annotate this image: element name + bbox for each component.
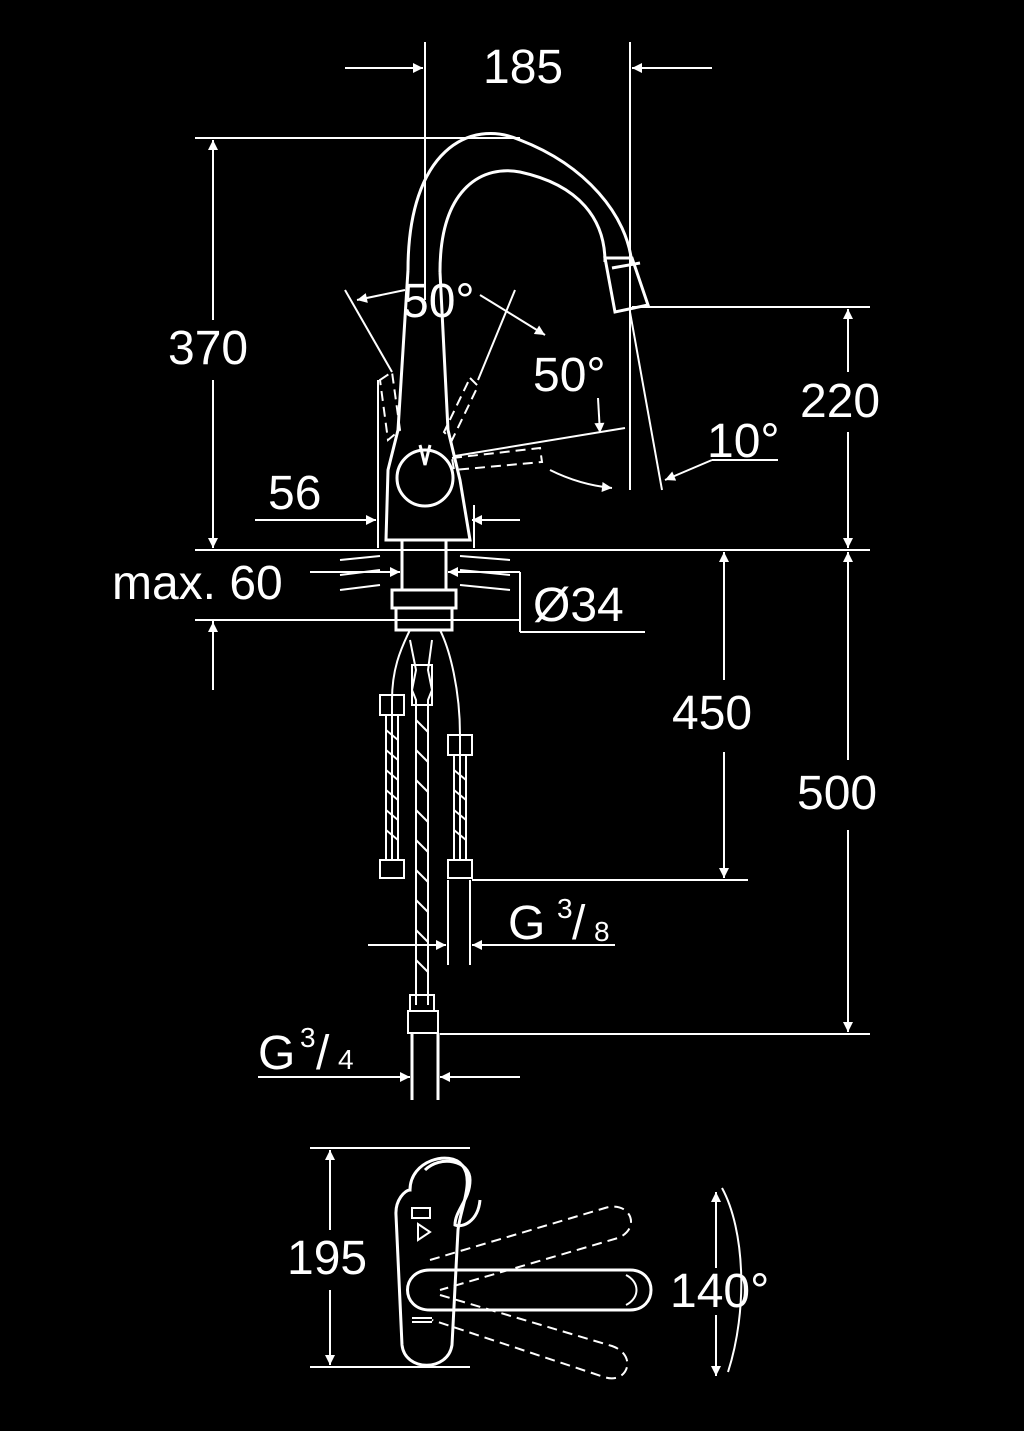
label-g38-num: 3 bbox=[557, 893, 573, 924]
dim-185 bbox=[345, 42, 712, 490]
dim-56 bbox=[255, 505, 520, 548]
label-g38-den: 8 bbox=[594, 916, 610, 947]
label-g34-g: G bbox=[258, 1027, 296, 1080]
label-dia-34: Ø34 bbox=[533, 579, 624, 632]
dim-max-60 bbox=[195, 555, 520, 690]
angle-10 bbox=[629, 311, 778, 491]
label-max-60: max. 60 bbox=[112, 557, 283, 610]
label-50-right: 50° bbox=[533, 349, 606, 402]
label-g34-slash: / bbox=[316, 1027, 330, 1080]
angle-50-left bbox=[344, 289, 406, 548]
label-g38-g: G bbox=[508, 897, 546, 950]
dim-g38 bbox=[368, 880, 615, 965]
label-185: 185 bbox=[483, 41, 564, 94]
label-56: 56 bbox=[268, 467, 322, 520]
label-220: 220 bbox=[800, 375, 881, 428]
dim-dia-34 bbox=[452, 571, 645, 633]
lever-positions bbox=[378, 370, 544, 472]
dim-450 bbox=[472, 552, 748, 881]
label-10: 10° bbox=[707, 415, 780, 468]
dim-220 bbox=[632, 306, 870, 548]
label-50-left: 50° bbox=[402, 275, 475, 328]
label-g34-den: 4 bbox=[338, 1044, 354, 1075]
top-view bbox=[310, 1147, 743, 1380]
hoses bbox=[379, 629, 473, 1100]
angle-50-right bbox=[454, 289, 626, 492]
dim-500 bbox=[440, 552, 870, 1035]
label-450: 450 bbox=[672, 687, 753, 740]
label-500: 500 bbox=[797, 767, 878, 820]
label-195: 195 bbox=[287, 1232, 368, 1285]
label-370: 370 bbox=[168, 322, 249, 375]
label-g34-num: 3 bbox=[300, 1022, 316, 1053]
label-g38-slash: / bbox=[572, 897, 586, 950]
label-140: 140° bbox=[670, 1265, 770, 1318]
